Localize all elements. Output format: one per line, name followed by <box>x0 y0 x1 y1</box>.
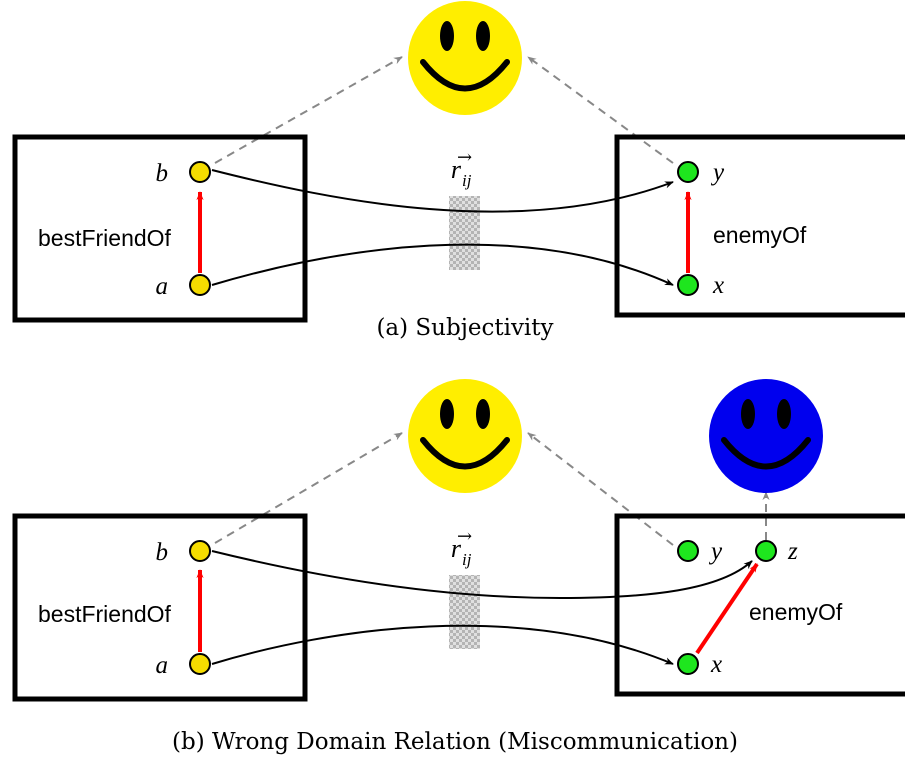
node-label-a: a <box>156 652 169 679</box>
dashed-link-y-to-smiley <box>527 56 674 164</box>
right-domain-box <box>614 513 905 697</box>
node-label-b: b <box>156 539 169 566</box>
node-x <box>677 274 699 296</box>
smiley-blue-icon <box>709 379 823 493</box>
panel-b: r ij → b a y z x bestFriendOf enemyOf (b… <box>12 379 905 755</box>
smiley-yellow-icon <box>408 379 522 493</box>
mapping-patch <box>449 575 480 649</box>
right-domain-box <box>614 134 905 318</box>
dashed-link-b-to-smiley <box>214 432 403 544</box>
dashed-link-y-to-smiley <box>527 432 674 546</box>
mapping-label-arrow: → <box>457 526 472 547</box>
node-z <box>755 540 777 562</box>
relation-arrow-x-to-z <box>695 562 759 655</box>
node-label-x: x <box>710 651 722 678</box>
node-label-y: y <box>708 538 723 565</box>
mapping-label-r: r <box>451 155 462 184</box>
node-a <box>189 653 211 675</box>
node-label-z: z <box>787 538 798 565</box>
caption-b: (b) Wrong Domain Relation (Miscommunicat… <box>172 729 738 755</box>
smiley-yellow-icon <box>408 1 522 115</box>
mapping-edge-a-to-x <box>211 243 674 286</box>
node-b <box>189 161 211 183</box>
relation-label-right: enemyOf <box>749 599 843 625</box>
left-domain-box <box>12 134 308 323</box>
left-domain-box <box>12 513 308 702</box>
node-y <box>677 540 699 562</box>
mapping-label-sub: ij <box>462 550 472 569</box>
node-label-y: y <box>710 159 725 186</box>
relation-label-right: enemyOf <box>713 222 807 248</box>
mapping-edge-a-to-x <box>211 624 674 665</box>
caption-a: (a) Subjectivity <box>376 315 553 341</box>
dashed-link-b-to-smiley <box>214 56 403 164</box>
mapping-label-sub: ij <box>462 171 472 190</box>
relation-label-left: bestFriendOf <box>38 601 172 627</box>
mapping-label-r: r <box>451 534 462 563</box>
node-b <box>189 540 211 562</box>
panel-a: r ij → b a y x bestFriendOf enemyOf (a) … <box>12 1 905 341</box>
node-x <box>677 653 699 675</box>
node-label-a: a <box>156 273 169 300</box>
node-a <box>189 274 211 296</box>
mapping-patch <box>449 196 480 270</box>
node-label-b: b <box>156 160 169 187</box>
relation-label-left: bestFriendOf <box>38 225 172 251</box>
mapping-label-arrow: → <box>457 147 472 168</box>
mapping-edge-b-to-z <box>211 550 753 600</box>
node-label-x: x <box>712 272 724 299</box>
mapping-edge-b-to-y <box>211 169 674 213</box>
node-y <box>677 161 699 183</box>
